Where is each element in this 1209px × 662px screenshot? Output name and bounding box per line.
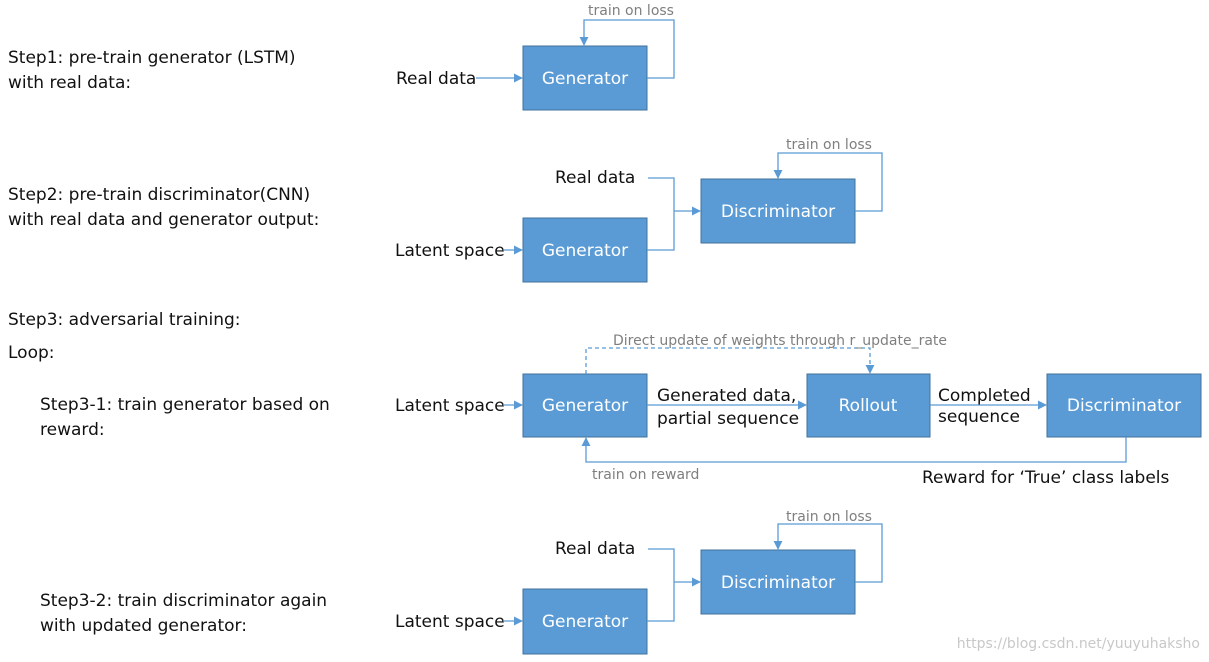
step3-1-discriminator-box (1046, 373, 1202, 438)
step2-discriminator-box (700, 178, 856, 244)
step2-generator-label: Generator (542, 241, 628, 261)
step3-2-discriminator-label: Discriminator (721, 573, 835, 593)
train-on-reward-label: train on reward (592, 467, 699, 483)
step1-generator-box (522, 45, 648, 111)
direct-update-label: Direct update of weights through r_updat… (613, 333, 947, 349)
step3-1-latent-space-label: Latent space (395, 396, 505, 416)
rollout-box (806, 373, 931, 438)
step3-2-generator-label: Generator (542, 612, 628, 632)
step3-2-real-data-label: Real data (555, 539, 635, 559)
step2-real-data-line (647, 177, 675, 251)
step2-generator-box (522, 217, 648, 283)
step1-loss-loop (579, 19, 675, 79)
step1-train-on-loss: train on loss (588, 3, 674, 19)
reward-feedback-arrow (581, 437, 1127, 463)
step1-generator-label: Generator (542, 69, 628, 89)
step3-2-title: Step3-2: train discriminator again (40, 591, 327, 611)
step3-1-title: Step3-1: train generator based on (40, 395, 330, 415)
step1-subtitle: with real data: (8, 73, 131, 93)
step1-title: Step1: pre-train generator (LSTM) (8, 48, 296, 68)
step3-2-subtitle: with updated generator: (40, 616, 247, 636)
step2-latent-space-label: Latent space (395, 241, 505, 261)
step2-title: Step2: pre-train discriminator(CNN) (8, 185, 310, 205)
step3-title: Step3: adversarial training: (8, 310, 241, 330)
watermark: https://blog.csdn.net/yuuyuhaksho (957, 636, 1200, 652)
step1-real-data-label: Real data (396, 69, 476, 89)
loop-label: Loop: (8, 343, 55, 363)
sequence-label: sequence (938, 407, 1020, 427)
generated-data-label: Generated data, (657, 386, 796, 406)
step2-subtitle: with real data and generator output: (8, 210, 319, 230)
rollout-label: Rollout (839, 396, 898, 416)
step3-1-subtitle: reward: (40, 420, 105, 440)
step2-loss-loop (773, 152, 883, 212)
step3-1-generator-box (522, 373, 648, 438)
step3-2-discriminator-box (700, 549, 856, 615)
step3-2-train-on-loss: train on loss (786, 509, 872, 525)
completed-label: Completed (938, 386, 1031, 406)
step3-1-generator-label: Generator (542, 396, 628, 416)
step3-2-real-data-line (647, 548, 675, 622)
step3-1-discriminator-label: Discriminator (1067, 396, 1181, 416)
step2-real-data-label: Real data (555, 168, 635, 188)
direct-update-dashed-arrow (585, 347, 875, 374)
step2-train-on-loss: train on loss (786, 137, 872, 153)
partial-sequence-label: partial sequence (657, 409, 799, 429)
step3-2-latent-space-label: Latent space (395, 612, 505, 632)
step3-2-generator-box (522, 588, 648, 655)
step2-discriminator-label: Discriminator (721, 202, 835, 222)
step3-2-loss-loop (773, 523, 883, 583)
reward-label: Reward for ‘True’ class labels (922, 468, 1170, 488)
